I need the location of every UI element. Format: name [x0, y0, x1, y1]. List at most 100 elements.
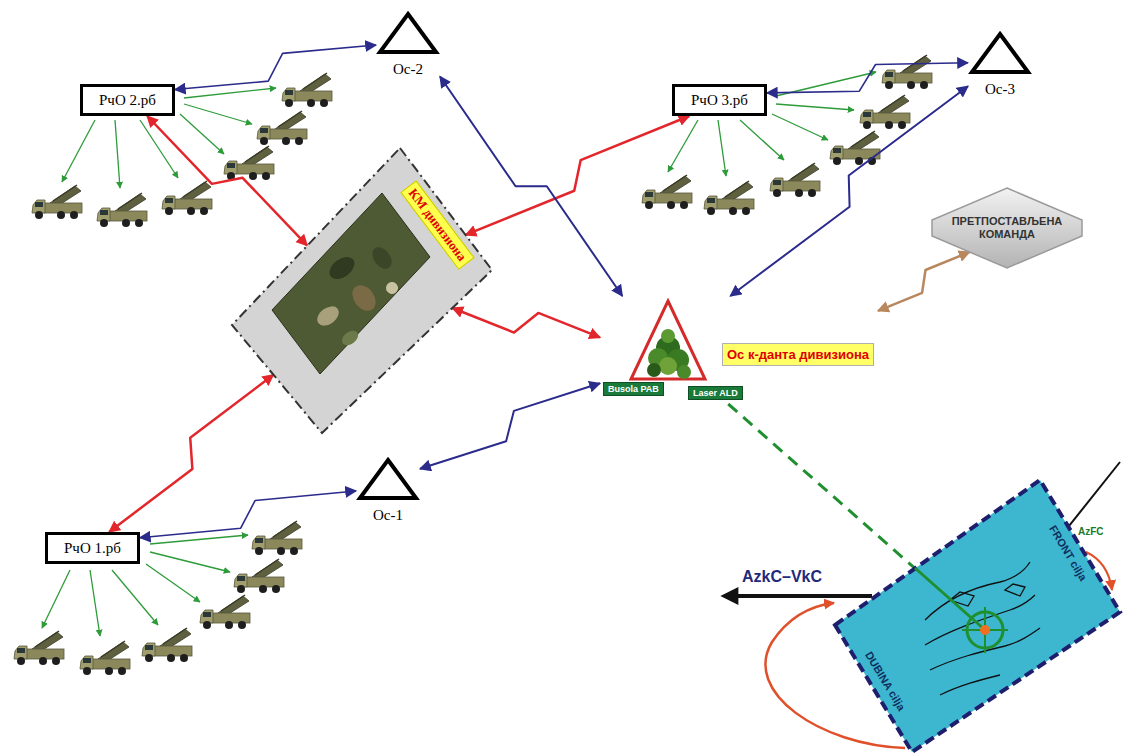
commander-triangle [628, 298, 708, 382]
shape-outline [232, 148, 492, 433]
instrument-label: Busola PAB [603, 382, 664, 396]
post-label: Ос-1 [356, 506, 420, 524]
order-arrow [150, 535, 248, 544]
post-label: Ос-2 [376, 60, 440, 78]
order-arrow [150, 552, 230, 572]
command-post-frame [232, 148, 492, 433]
observation-post: Ос-3 [968, 30, 1032, 98]
command-label: ПРЕТПОСТАВЉЕНА КОМАНДА [945, 215, 1069, 241]
photo-detail [384, 280, 401, 297]
photo-detail [314, 302, 343, 329]
unit-box: РчО 2.рб [80, 84, 175, 116]
battery-3-trucks [642, 55, 932, 215]
superior-command: ПРЕТПОСТАВЉЕНА КОМАНДА [932, 188, 1082, 268]
order-arrow [184, 88, 276, 98]
commander-post: Ос к-данта дивизионаBusola PAB Laser ALD [600, 296, 878, 404]
angle-label: AzFC [1078, 526, 1104, 537]
commander-post-label: Ос к-данта дивизиона [722, 343, 874, 366]
launcher-truck [642, 175, 692, 209]
triangle-outline [972, 34, 1028, 72]
photo-detail [339, 328, 361, 348]
unit-label: РчО 3.рб [691, 91, 748, 109]
radio-link [147, 116, 307, 246]
battery-2-trucks [32, 73, 332, 227]
command-hexagon [932, 188, 1082, 268]
launcher-truck [97, 193, 147, 227]
foliage-detail [647, 363, 661, 377]
launcher-truck [860, 95, 910, 129]
post-label: Ос-3 [968, 80, 1032, 98]
radio-link [878, 252, 970, 311]
direction-label: AzkC–VkC [742, 568, 822, 586]
observation-post: Ос-1 [356, 456, 420, 524]
aiming-line [728, 404, 915, 568]
shape-outline [830, 470, 1122, 755]
unit-box: РчО 3.рб [672, 84, 767, 116]
battery-1-trucks [14, 521, 302, 675]
observation-triangle [968, 30, 1032, 76]
order-arrow [146, 564, 200, 602]
observation-triangle [376, 10, 440, 56]
triangle-outline [631, 301, 705, 379]
radio-link [730, 86, 968, 296]
order-arrow [62, 120, 95, 182]
aim-line [915, 568, 985, 630]
foliage-detail [677, 365, 691, 379]
order-arrow [776, 104, 854, 110]
triangle-outline [360, 460, 416, 498]
terrain-contour [1005, 584, 1025, 596]
launcher-truck [882, 55, 932, 89]
radio-link [420, 383, 600, 469]
radio-link [452, 308, 600, 337]
instrument-label: Laser ALD [688, 386, 743, 400]
radio-link [767, 63, 968, 93]
unit-label: РчО 1.рб [64, 539, 121, 557]
target-area-outline [835, 480, 1120, 752]
order-arrow [112, 570, 158, 625]
target-area: FRONT ciljaDUBINA cilja [830, 470, 1122, 755]
launcher-truck [224, 146, 274, 180]
observation-post: Ос-2 [376, 10, 440, 78]
launcher-truck [252, 521, 302, 555]
order-arrows [42, 535, 248, 636]
azimuth-arrow [724, 594, 872, 598]
launcher-truck [142, 628, 192, 662]
launcher-truck [162, 181, 212, 215]
order-arrow [42, 570, 70, 628]
photo-detail [348, 281, 381, 315]
launcher-truck [200, 595, 250, 629]
launcher-truck [14, 631, 64, 665]
order-arrow [740, 120, 784, 160]
foliage-detail [661, 329, 675, 343]
photo-detail [325, 252, 358, 283]
triangle-outline [380, 14, 436, 52]
launcher-truck [80, 641, 130, 675]
order-arrows [668, 72, 876, 176]
unit-label: РчО 2.рб [99, 91, 156, 109]
order-arrow [90, 570, 100, 636]
order-arrow [772, 114, 828, 140]
launcher-truck [257, 111, 307, 145]
order-arrow [184, 104, 252, 124]
launcher-truck [770, 163, 820, 197]
radio-link [175, 45, 376, 89]
launcher-truck [704, 181, 754, 215]
launcher-truck [830, 131, 880, 165]
radio-link [109, 375, 273, 532]
launcher-truck [32, 185, 82, 219]
radio-link [140, 491, 356, 538]
target-point [980, 625, 990, 635]
photo-detail [368, 244, 395, 273]
unit-box: РчО 1.рб [45, 532, 140, 564]
radio-link [466, 116, 690, 235]
foliage-detail [659, 357, 677, 375]
terrain-contour [925, 595, 1035, 645]
order-arrow [718, 120, 726, 176]
terrain-contour [940, 675, 1000, 695]
observation-triangle [356, 456, 420, 502]
order-arrow [180, 114, 224, 154]
order-arrow [668, 120, 698, 172]
command-post-photo [272, 193, 430, 374]
order-arrow [115, 120, 120, 188]
